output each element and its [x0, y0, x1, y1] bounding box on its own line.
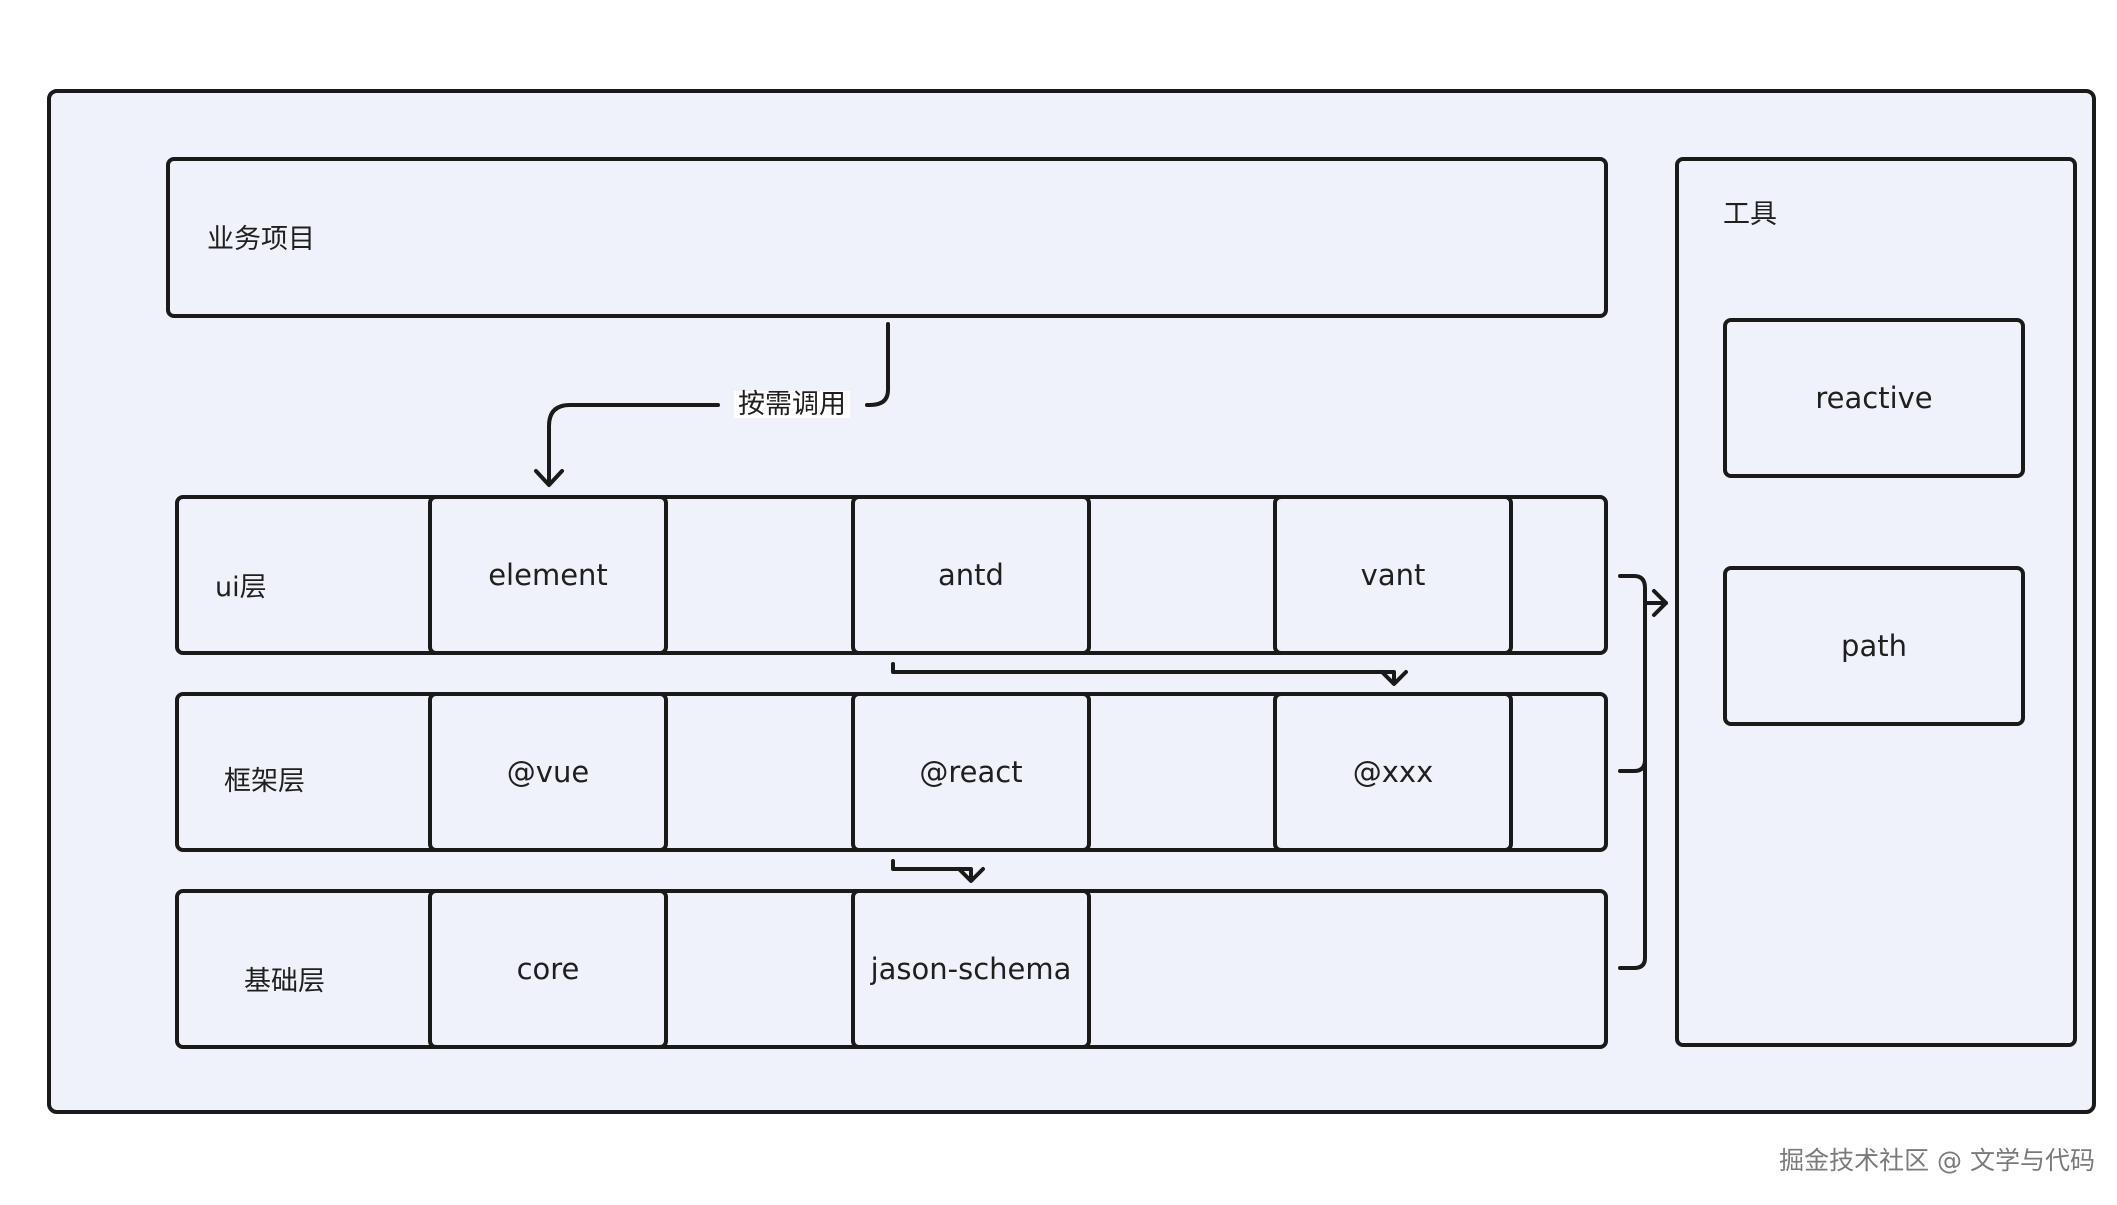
call-arrow-head	[534, 469, 564, 487]
ui-item-vant: vant	[1273, 495, 1513, 655]
framework-bracket-tick	[1618, 758, 1647, 773]
ui-layer-label: ui层	[215, 572, 267, 603]
ui-item-vant-label: vant	[1360, 558, 1426, 592]
framework-item-vue: @vue	[428, 692, 668, 852]
base-item-jason-schema: jason-schema	[851, 889, 1091, 1049]
framework-to-base-arrow	[891, 859, 973, 880]
ui-item-element: element	[428, 495, 668, 655]
tool-reactive: reactive	[1723, 318, 2025, 478]
framework-item-xxx-label: @xxx	[1352, 755, 1434, 789]
ui-item-antd: antd	[851, 495, 1091, 655]
watermark: 掘金技术社区 @ 文学与代码	[1779, 1146, 2095, 1175]
base-item-core: core	[428, 889, 668, 1049]
base-item-core-label: core	[516, 952, 580, 986]
framework-item-react-label: @react	[919, 755, 1023, 789]
call-arrow-tail	[547, 403, 720, 486]
business-project-box	[166, 157, 1608, 318]
layers-bracket	[1618, 574, 1647, 970]
tool-path: path	[1723, 566, 2025, 726]
framework-to-base-arrow-head	[957, 867, 985, 883]
ui-to-framework-arrow	[891, 662, 1396, 683]
framework-layer-label: 框架层	[224, 766, 305, 797]
ui-item-element-label: element	[488, 558, 608, 592]
bracket-to-tools-arrow-head	[1652, 589, 1668, 617]
tool-path-label: path	[1841, 629, 1907, 663]
ui-item-antd-label: antd	[938, 558, 1004, 592]
framework-item-react: @react	[851, 692, 1091, 852]
base-layer-label: 基础层	[244, 966, 325, 997]
tool-reactive-label: reactive	[1815, 381, 1933, 415]
call-arrow	[865, 322, 890, 407]
on-demand-call-label: 按需调用	[734, 391, 850, 418]
business-project-label: 业务项目	[207, 224, 315, 255]
tools-title: 工具	[1723, 199, 1777, 230]
base-item-jason-schema-label: jason-schema	[870, 952, 1072, 986]
framework-item-vue-label: @vue	[506, 755, 590, 789]
framework-item-xxx: @xxx	[1273, 692, 1513, 852]
ui-to-framework-arrow-head	[1380, 670, 1408, 686]
